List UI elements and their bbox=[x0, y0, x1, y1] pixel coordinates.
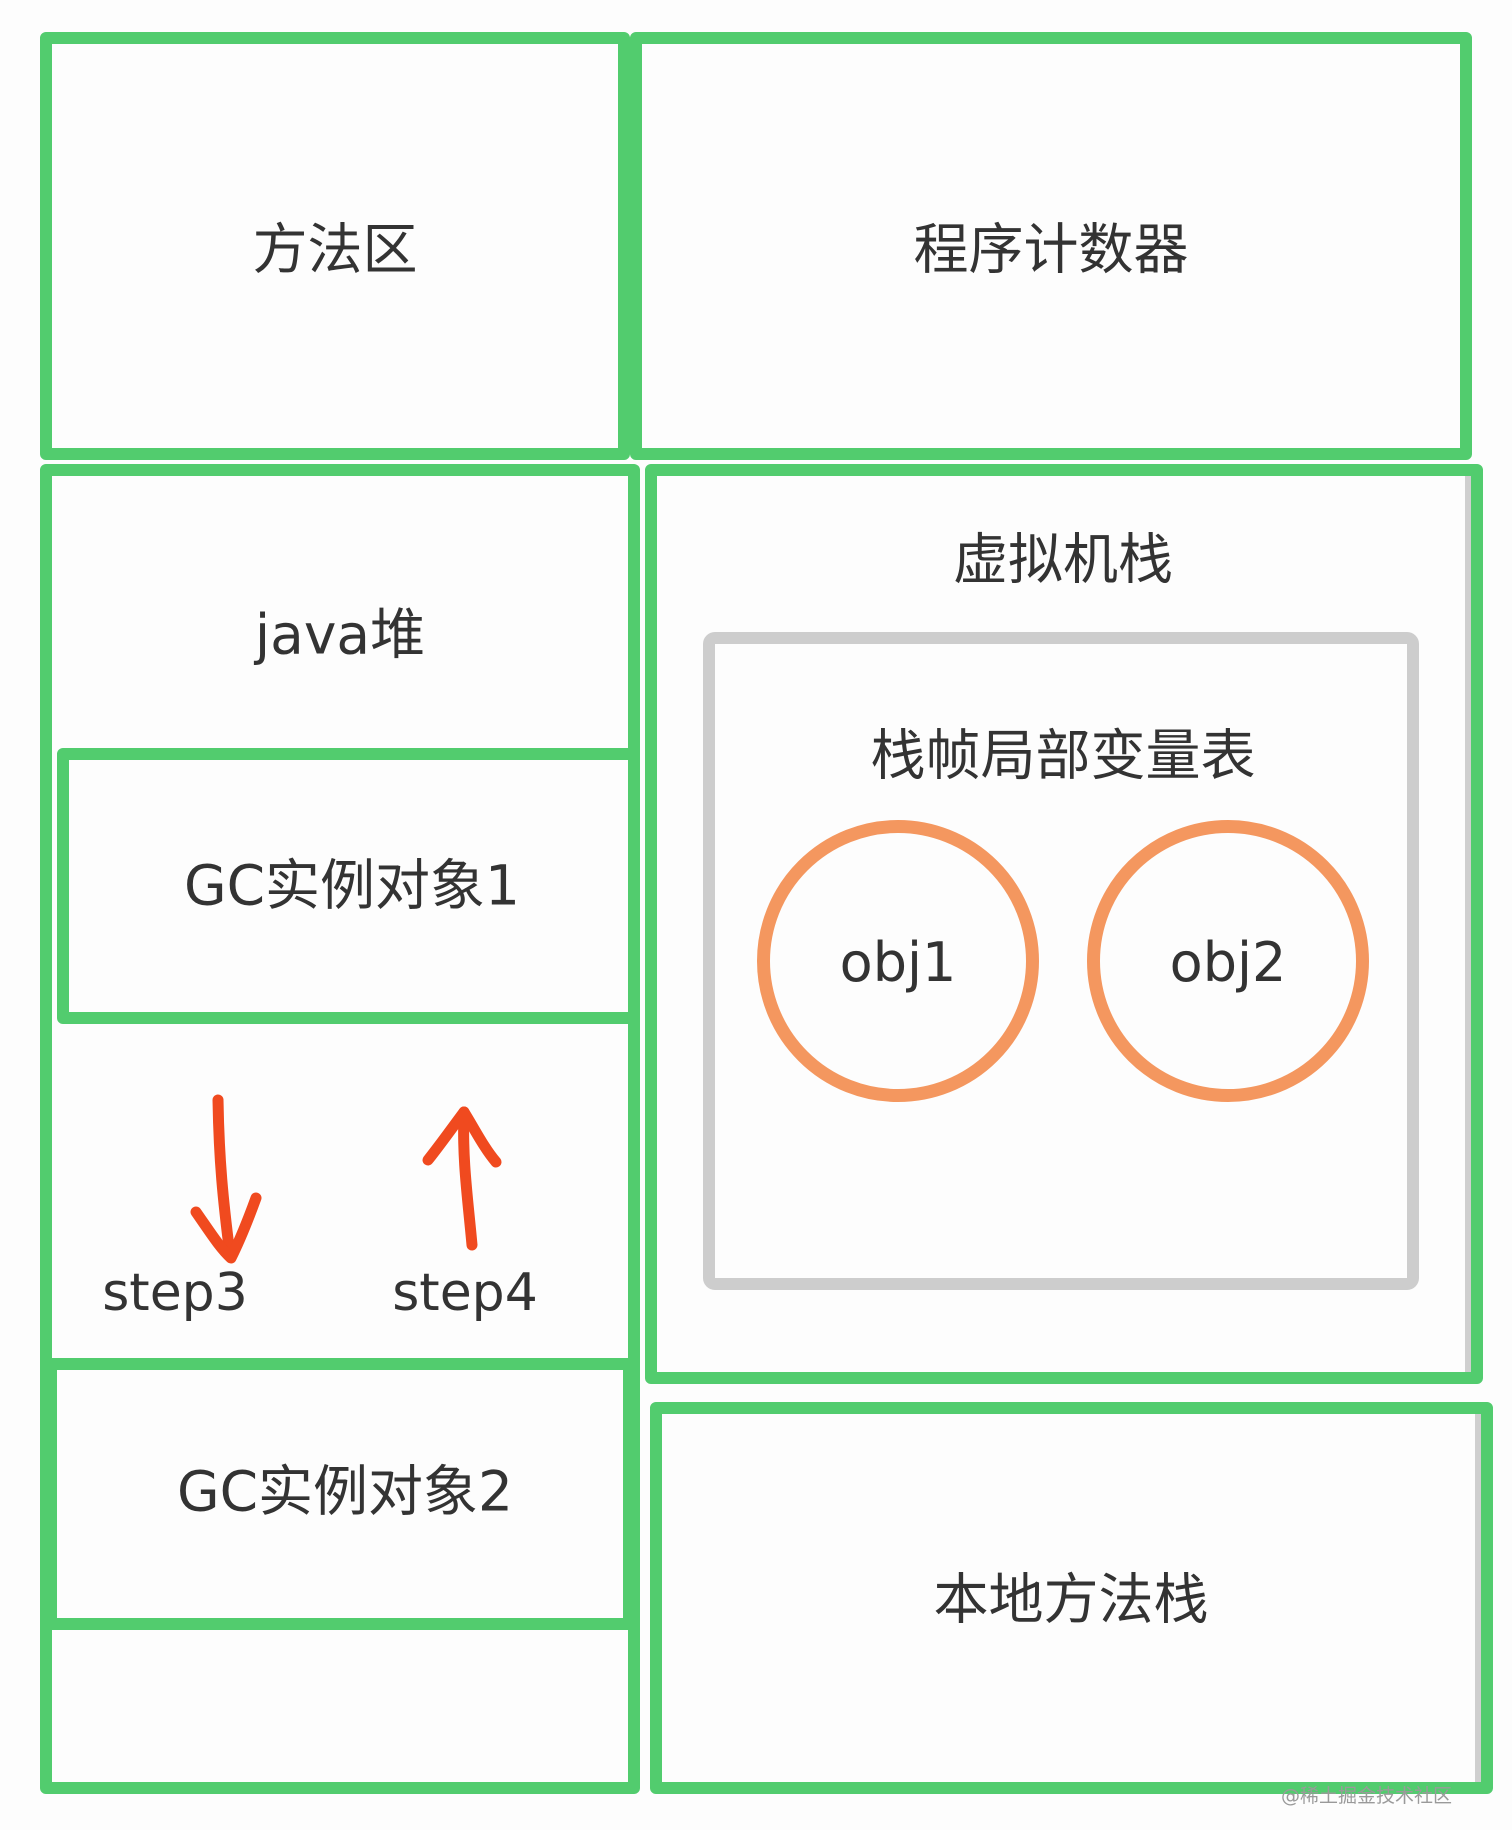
local-var-table-label: 栈帧局部变量表 bbox=[870, 723, 1256, 788]
watermark: @稀土掘金技术社区 bbox=[1280, 1785, 1452, 1807]
java-heap-label: java堆 bbox=[254, 602, 426, 667]
method-area-label: 方法区 bbox=[252, 217, 418, 282]
gc-object-2-label: GC实例对象2 bbox=[176, 1459, 514, 1524]
native-method-stack-box bbox=[650, 1402, 1493, 1794]
step4-label: step4 bbox=[392, 1263, 538, 1323]
native-method-stack-label: 本地方法栈 bbox=[933, 1567, 1209, 1632]
obj1-label: obj1 bbox=[839, 931, 957, 994]
vm-stack-label: 虚拟机栈 bbox=[952, 527, 1174, 592]
program-counter-label: 程序计数器 bbox=[913, 217, 1189, 282]
program-counter-box bbox=[630, 32, 1472, 460]
vm-stack-box bbox=[645, 464, 1483, 1384]
local-var-table-frame bbox=[703, 632, 1419, 1290]
obj2-label: obj2 bbox=[1169, 931, 1287, 994]
method-area-box bbox=[40, 32, 630, 460]
gc-object-2-box bbox=[45, 1358, 635, 1630]
step3-label: step3 bbox=[102, 1263, 248, 1323]
gc-object-1-label: GC实例对象1 bbox=[183, 853, 521, 918]
gc-object-1-box bbox=[57, 748, 640, 1024]
